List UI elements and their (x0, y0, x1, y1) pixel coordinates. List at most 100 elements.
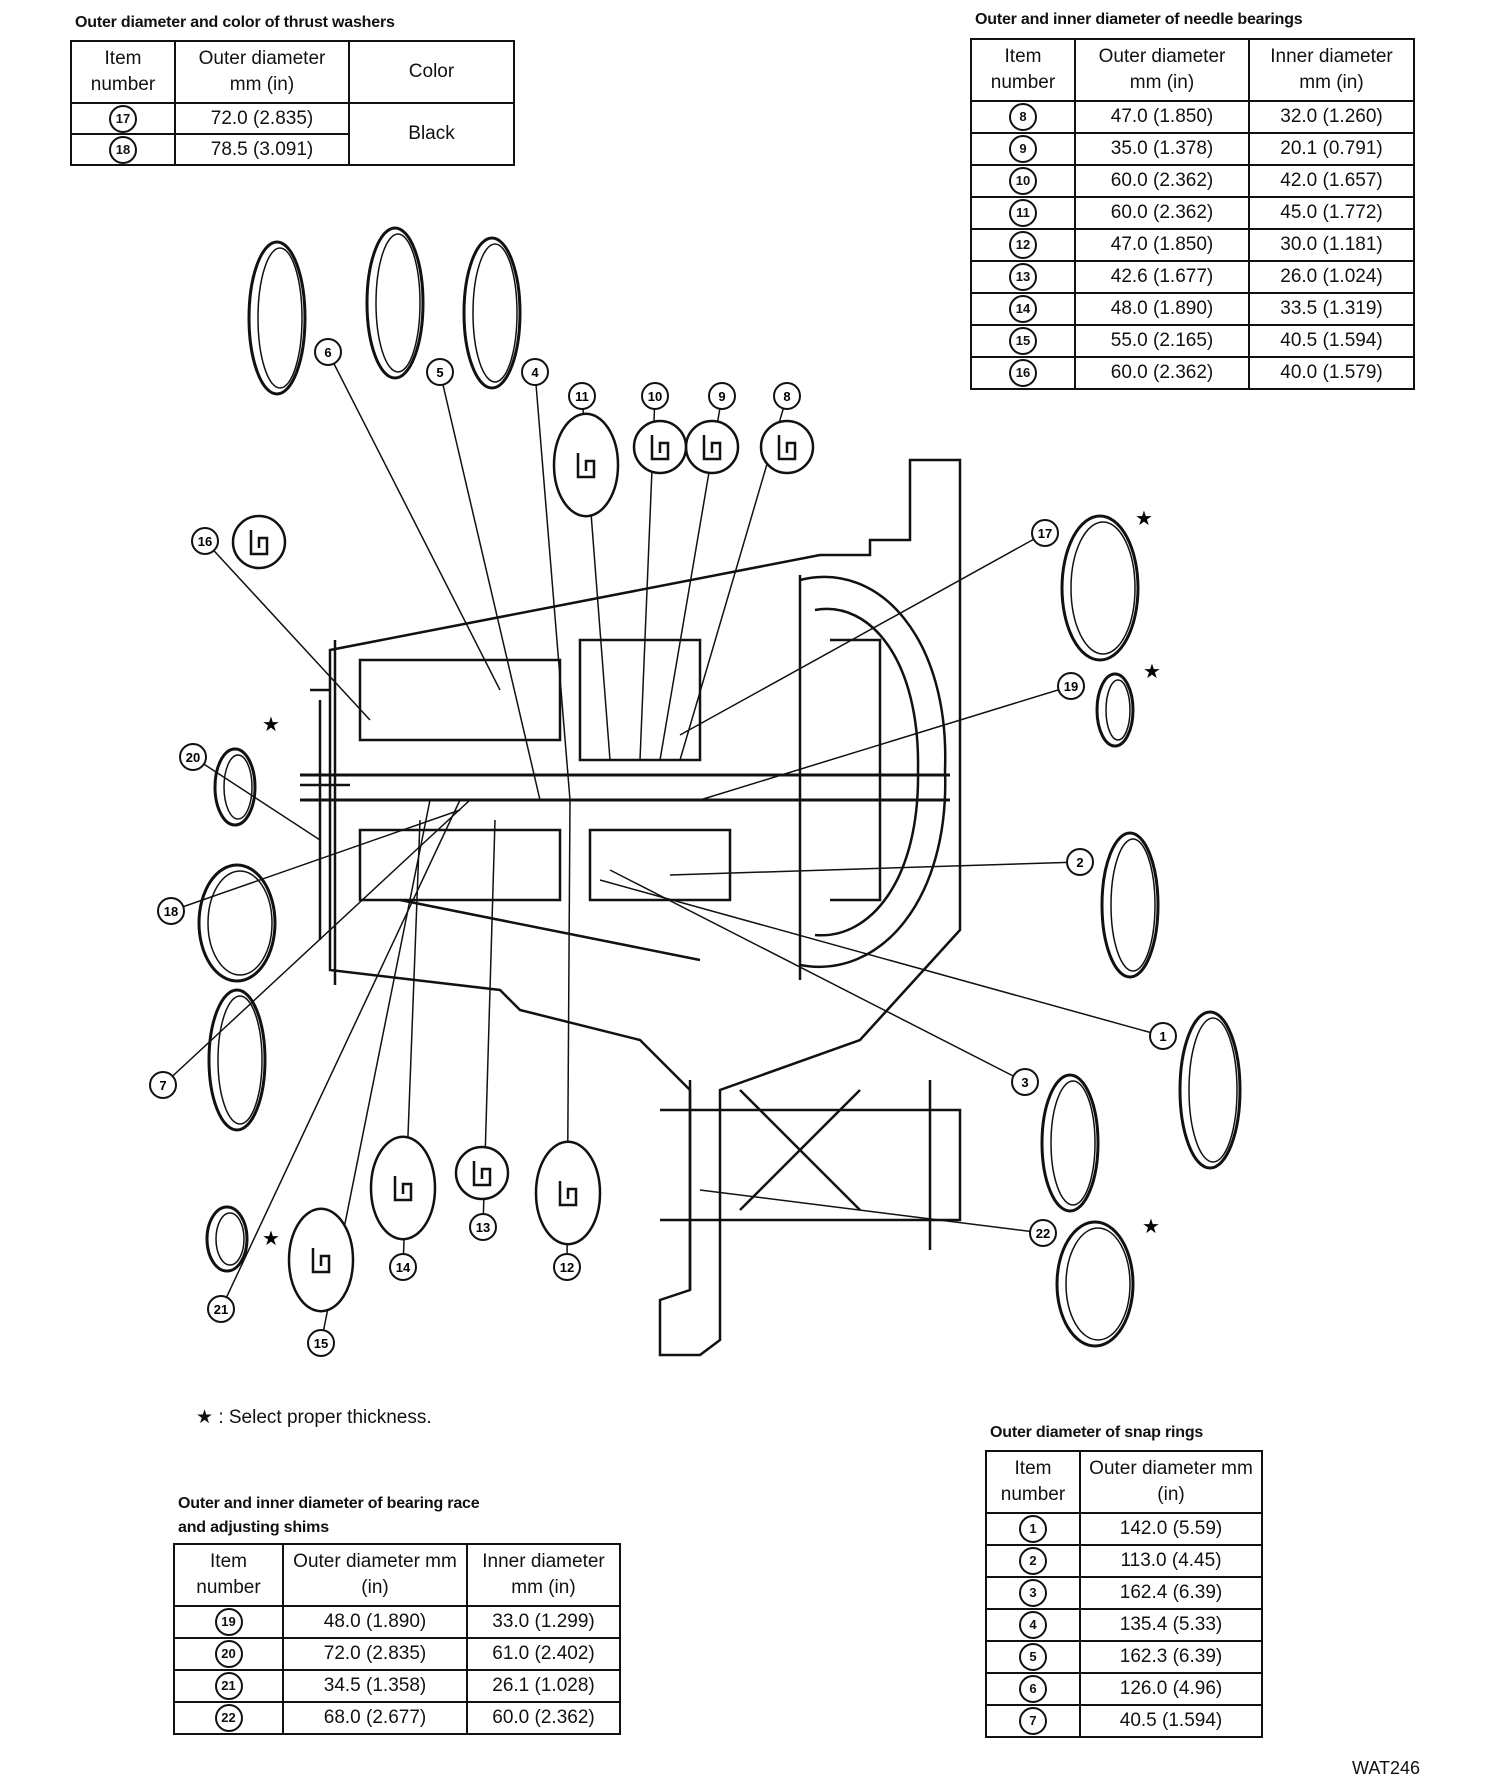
callout-16: 16 (191, 527, 219, 555)
callout-20: 20 (179, 743, 207, 771)
select-thickness-star-22: ★ (1142, 1214, 1160, 1238)
svg-text:6: 6 (324, 345, 331, 360)
header-inner: Inner diameter mm (in) (466, 1543, 621, 1607)
callout-5: 5 (426, 358, 454, 386)
ring-part-21 (205, 1205, 249, 1273)
leader-line-2 (669, 861, 1081, 876)
item-number: 7 (1019, 1707, 1047, 1735)
bearing-races-caption-line1: Outer and inner diameter of bearing race (178, 1495, 480, 1512)
svg-text:17: 17 (1038, 526, 1052, 541)
leader-line-22 (699, 1189, 1044, 1234)
svg-text:16: 16 (198, 534, 212, 549)
outer-diameter: 40.5 (1.594) (1079, 1704, 1263, 1738)
header-inner: Inner diameter mm (in) (1248, 38, 1415, 102)
callout-18: 18 (157, 897, 185, 925)
callout-2: 2 (1066, 848, 1094, 876)
star-note: : Select proper thickness. (218, 1407, 432, 1428)
inner-diameter: 32.0 (1.260) (1248, 100, 1415, 134)
svg-text:18: 18 (164, 904, 178, 919)
inner-diameter: 26.0 (1.024) (1248, 260, 1415, 294)
ring-part-7 (207, 988, 267, 1132)
leader-line-5 (439, 371, 541, 801)
item-number: 9 (1009, 135, 1037, 163)
callout-17: 17 (1031, 519, 1059, 547)
leader-line-1 (599, 879, 1164, 1037)
outer-diameter: 48.0 (1.890) (1074, 292, 1250, 326)
item-number: 21 (214, 1672, 243, 1700)
inner-diameter: 26.1 (1.028) (466, 1669, 621, 1703)
bearing-races-caption: Outer and inner diameter of bearing race… (178, 1492, 480, 1540)
callout-22: 22 (1029, 1219, 1057, 1247)
inner-diameter: 40.0 (1.579) (1248, 356, 1415, 390)
select-thickness-star-17: ★ (1135, 506, 1153, 530)
outer-diameter: 72.0 (2.835) (174, 102, 350, 135)
callout-4: 4 (521, 358, 549, 386)
bearing-detail-10 (632, 419, 688, 475)
callout-11: 11 (568, 382, 596, 410)
thrust-washers-caption: Outer diameter and color of thrust washe… (75, 14, 395, 31)
bearing-races-caption-line2: and adjusting shims (178, 1519, 329, 1536)
header-outer: Outer diameter mm (in) (1074, 38, 1250, 102)
ring-part-5 (365, 226, 425, 380)
leader-line-20 (192, 756, 321, 841)
ring-part-17 (1060, 514, 1140, 662)
outer-diameter: 34.5 (1.358) (282, 1669, 468, 1703)
table-row: 21 34.5 (1.358)26.1 (1.028) (173, 1669, 621, 1703)
item-number: 11 (1009, 199, 1037, 227)
ring-part-4 (462, 236, 522, 390)
header-outer: Outer diameter mm (in) (1079, 1450, 1263, 1514)
select-thickness-star-19: ★ (1143, 659, 1161, 683)
outer-diameter: 42.6 (1.677) (1074, 260, 1250, 294)
item-number: 13 (1009, 263, 1037, 291)
outer-diameter: 47.0 (1.850) (1074, 100, 1250, 134)
ring-part-2 (1100, 831, 1160, 979)
select-thickness-star-20: ★ (262, 712, 280, 736)
ring-part-18 (197, 863, 277, 983)
inner-diameter: 40.5 (1.594) (1248, 324, 1415, 358)
item-number: 12 (1009, 231, 1037, 259)
needle-bearings-caption: Outer and inner diameter of needle beari… (975, 11, 1303, 28)
inner-diameter: 30.0 (1.181) (1248, 228, 1415, 262)
table-row: 17 72.0 (2.835) Black (70, 102, 515, 166)
outer-diameter: 135.4 (5.33) (1079, 1608, 1263, 1642)
outer-diameter: 72.0 (2.835) (282, 1637, 468, 1671)
svg-text:9: 9 (718, 389, 725, 404)
bearing-detail-15 (287, 1207, 355, 1313)
item-number: 2 (1019, 1547, 1047, 1575)
table-row: 7 40.5 (1.594) (985, 1704, 1263, 1738)
item-number: 14 (1009, 295, 1037, 323)
outer-diameter: 162.4 (6.39) (1079, 1576, 1263, 1610)
ring-part-6 (247, 240, 307, 396)
svg-text:3: 3 (1021, 1075, 1028, 1090)
item-number: 19 (214, 1608, 243, 1636)
item-number: 5 (1019, 1643, 1047, 1671)
bearing-detail-16 (231, 514, 287, 570)
svg-text:4: 4 (531, 365, 539, 380)
outer-diameter: 47.0 (1.850) (1074, 228, 1250, 262)
svg-text:21: 21 (214, 1302, 228, 1317)
snap-rings-caption: Outer diameter of snap rings (990, 1424, 1204, 1441)
callout-14: 14 (389, 1253, 417, 1281)
leader-line-18 (170, 809, 461, 912)
ring-part-19 (1095, 672, 1135, 748)
item-number: 22 (214, 1704, 243, 1732)
callout-21: 21 (207, 1295, 235, 1323)
header-color: Color (348, 40, 515, 104)
leader-line-3 (609, 869, 1026, 1083)
callout-9: 9 (708, 382, 736, 410)
outer-diameter: 60.0 (2.362) (1074, 196, 1250, 230)
item-number: 4 (1019, 1611, 1047, 1639)
outer-diameter: 60.0 (2.362) (1074, 164, 1250, 198)
svg-text:5: 5 (436, 365, 443, 380)
bearing-detail-9 (684, 419, 740, 475)
part-illustrations (197, 226, 1242, 1348)
svg-text:13: 13 (476, 1220, 490, 1235)
callout-1: 1 (1149, 1022, 1177, 1050)
